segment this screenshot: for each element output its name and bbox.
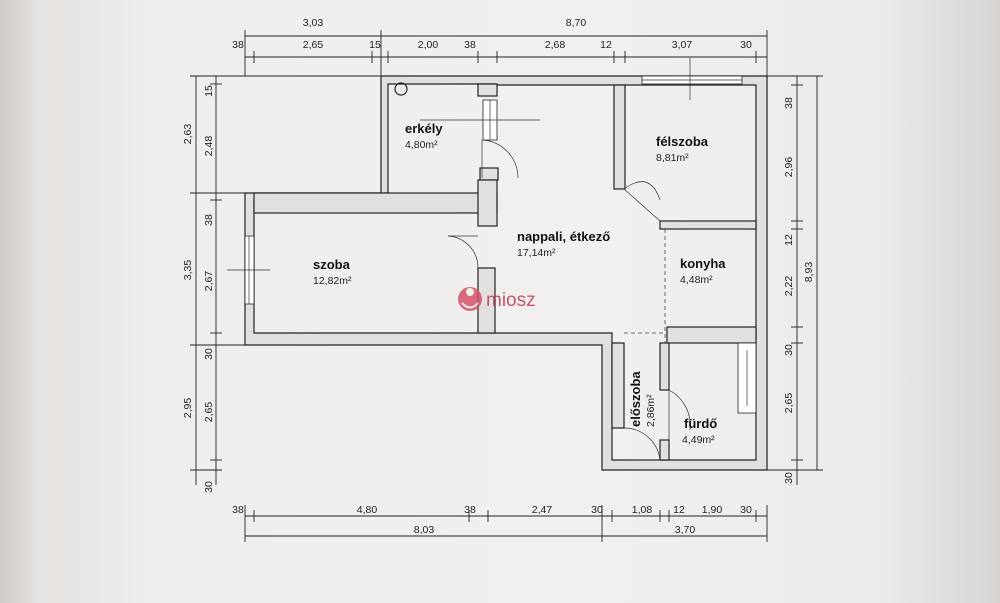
dim-bottom-inner-2: 38 <box>464 504 476 516</box>
wall-szoba-top <box>253 192 498 214</box>
windows <box>244 75 757 414</box>
wall-erkely-east-low <box>479 167 499 181</box>
dim-left-inner-1: 2,48 <box>203 136 215 157</box>
dim-left-outer-1: 3,35 <box>182 260 194 281</box>
dim-right-inner-6: 30 <box>783 472 795 484</box>
dim-left-inner-2: 38 <box>203 214 215 226</box>
dim-bottom-outer-0: 8,03 <box>414 524 435 536</box>
dim-left-inner-4: 30 <box>203 348 215 360</box>
room-name-eloszoba: előszoba <box>628 371 643 427</box>
dim-right-inner-5: 2,65 <box>783 393 795 414</box>
room-area-felszoba: 8,81m² <box>656 152 689 164</box>
wall-felszoba-west <box>613 84 626 190</box>
dim-right-inner-0: 38 <box>783 97 795 109</box>
wall-felszoba-south <box>659 220 757 230</box>
room-name-szoba: szoba <box>313 257 351 272</box>
dim-top-inner-4: 38 <box>464 39 476 51</box>
dim-right-inner-4: 30 <box>783 344 795 356</box>
dim-top-outer-0: 3,03 <box>303 17 324 29</box>
wall-furdo-west-low <box>659 439 670 461</box>
wall-erkely-east <box>477 83 498 97</box>
room-area-eloszoba: 2,86m² <box>645 394 657 427</box>
dim-bottom-inner-3: 2,47 <box>532 504 553 516</box>
room-area-szoba: 12,82m² <box>313 275 352 287</box>
dim-top-inner-5: 2,68 <box>545 39 566 51</box>
dim-bottom-inner-4: 30 <box>591 504 603 516</box>
dim-top-inner-3: 2,00 <box>418 39 439 51</box>
room-name-nappali: nappali, étkező <box>517 229 610 244</box>
dim-bottom-inner-6: 12 <box>673 504 685 516</box>
dim-bottom-inner-0: 38 <box>232 504 244 516</box>
door-felszoba <box>623 181 661 201</box>
dim-left-inner-3: 2,67 <box>203 271 215 292</box>
room-area-furdo: 4,49m² <box>682 434 715 446</box>
door-szoba <box>447 235 479 269</box>
room-name-furdo: fürdő <box>684 416 717 431</box>
dim-top-inner-0: 38 <box>232 39 244 51</box>
room-area-nappali: 17,14m² <box>517 247 556 259</box>
door-eloszoba <box>623 427 661 461</box>
doors <box>227 58 691 461</box>
dim-bottom-outer-1: 3,70 <box>675 524 696 536</box>
room-name-konyha: konyha <box>680 256 726 271</box>
dim-right-inner-2: 12 <box>783 234 795 246</box>
walls <box>244 75 768 471</box>
dim-top-inner-8: 30 <box>740 39 752 51</box>
watermark-text: miosz <box>486 290 536 311</box>
door-erkely <box>481 139 519 179</box>
watermark-logo: miosz <box>458 287 536 311</box>
dim-top-inner-2: 15 <box>369 39 381 51</box>
dim-top-outer-1: 8,70 <box>566 17 587 29</box>
room-name-erkely: erkély <box>405 121 443 136</box>
wall-furdo-west <box>659 342 670 391</box>
room-area-erkely: 4,80m² <box>405 139 438 151</box>
dim-right-outer-0: 8,93 <box>803 262 815 283</box>
wall-eloszoba-west <box>611 342 625 429</box>
wall-szoba-top-stub <box>477 179 498 227</box>
room-area-konyha: 4,48m² <box>680 274 713 286</box>
dim-left-outer-2: 2,95 <box>182 398 194 419</box>
dim-right-inner-1: 2,96 <box>783 157 795 178</box>
dim-left-outer-0: 2,63 <box>182 124 194 145</box>
dim-left-inner-0: 15 <box>203 85 215 97</box>
dim-left-inner-6: 30 <box>203 481 215 493</box>
dim-top-inner-7: 3,07 <box>672 39 693 51</box>
wall-konyha-south <box>666 326 757 344</box>
dim-bottom-inner-5: 1,08 <box>632 504 653 516</box>
dim-bottom-inner-7: 1,90 <box>702 504 723 516</box>
dim-top-inner-1: 2,65 <box>303 39 324 51</box>
door-furdo <box>668 389 691 431</box>
dim-bottom-inner-8: 30 <box>740 504 752 516</box>
room-name-felszoba: félszoba <box>656 134 709 149</box>
dim-left-inner-5: 2,65 <box>203 402 215 423</box>
drain-icon <box>394 82 408 96</box>
dimension-lines <box>190 30 823 542</box>
dim-bottom-inner-1: 4,80 <box>357 504 378 516</box>
dim-right-inner-3: 2,22 <box>783 276 795 297</box>
dim-top-inner-6: 12 <box>600 39 612 51</box>
